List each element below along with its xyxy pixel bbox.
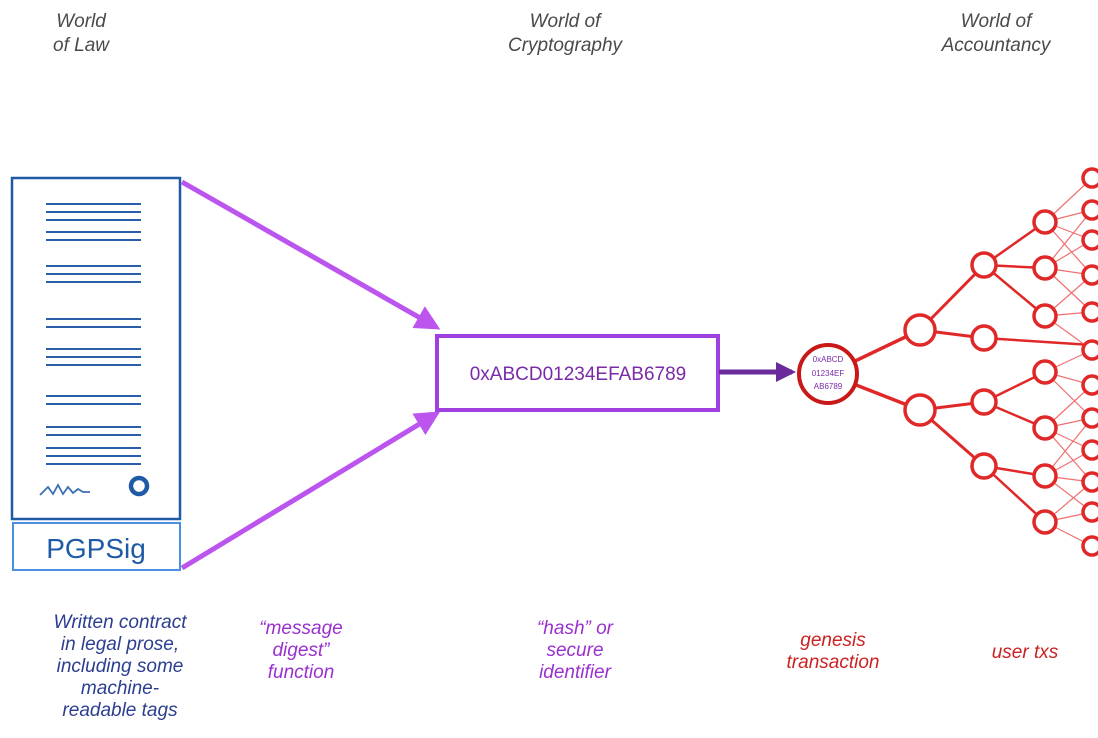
- tree-node-leaf: [1081, 439, 1098, 461]
- tree-node-level-1: [903, 313, 937, 347]
- tree-node-level-2: [970, 388, 998, 416]
- contract-document: [10, 176, 182, 521]
- tree-node-leaf: [1081, 339, 1098, 361]
- tree-node-leaf: [1081, 229, 1098, 251]
- tree-node-leaf: [1081, 407, 1098, 429]
- heading-world-of-accountancy: World of Accountancy: [941, 11, 1051, 56]
- pgp-signature-box: [12, 522, 181, 571]
- genesis-label-line-2: 01234EF: [812, 369, 845, 378]
- caption-message-digest: “message digest” function: [259, 618, 343, 683]
- tree-node-leaf: [1081, 374, 1098, 396]
- tree-node-level-2: [970, 251, 998, 279]
- hash-box: [435, 334, 720, 412]
- transaction-tree-nodes: [903, 167, 1098, 557]
- tree-node-level-2: [970, 452, 998, 480]
- tree-node-level-3: [1032, 509, 1058, 535]
- handwritten-signature: [39, 483, 90, 496]
- caption-written-contract: Written contract in legal prose, includi…: [53, 612, 187, 721]
- heading-world-of-law: World of Law: [53, 11, 109, 56]
- tree-node-level-3: [1032, 463, 1058, 489]
- heading-world-of-cryptography: World of Cryptography: [507, 11, 623, 56]
- tree-edge: [983, 465, 1046, 523]
- tree-node-leaf: [1081, 167, 1098, 189]
- tree-node-level-3: [1032, 209, 1058, 235]
- seal-icon: [128, 475, 150, 497]
- prose-lines: [46, 203, 141, 465]
- genesis-label-line-3: AB6789: [814, 382, 843, 391]
- pgp-signature-label: PGPSig: [46, 533, 146, 564]
- tree-node-level-2: [970, 324, 998, 352]
- caption-user-txs: user txs: [991, 642, 1059, 663]
- arrow-signature-to-hash: [180, 411, 441, 571]
- tree-node-level-3: [1032, 255, 1058, 281]
- tree-node-level-1: [903, 393, 937, 427]
- tree-node-leaf: [1081, 301, 1098, 323]
- tree-node-level-3: [1032, 415, 1058, 441]
- tree-node-level-3: [1032, 303, 1058, 329]
- caption-hash-identifier: “hash” or secure identifier: [536, 618, 614, 683]
- tree-node-leaf: [1081, 264, 1098, 286]
- arrow-document-to-hash: [180, 179, 441, 330]
- tree-node-leaf: [1081, 199, 1098, 221]
- tree-node-level-3: [1032, 359, 1058, 385]
- tree-node-leaf: [1081, 535, 1098, 557]
- tree-node-leaf: [1081, 501, 1098, 523]
- genesis-label-line-1: 0xABCD: [813, 355, 844, 364]
- hash-value: 0xABCD01234EFAB6789: [470, 364, 687, 385]
- tree-node-leaf: [1081, 471, 1098, 493]
- tree-edge: [983, 336, 1093, 347]
- genesis-node: [797, 343, 859, 405]
- caption-genesis-transaction: genesis transaction: [786, 630, 880, 673]
